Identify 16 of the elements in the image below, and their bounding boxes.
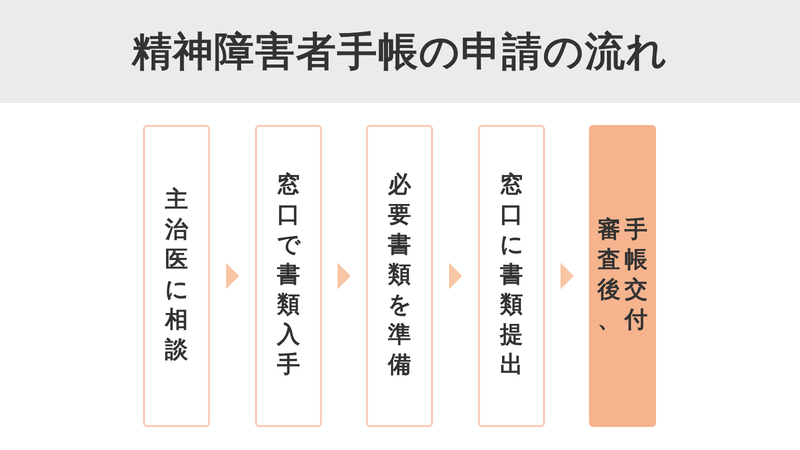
step-label: 主治医に相談 xyxy=(165,186,188,365)
step-box xyxy=(478,125,545,427)
step-box xyxy=(143,125,210,427)
step-box xyxy=(589,125,656,427)
arrow xyxy=(226,262,240,290)
title: 精神障害者手帳の申請の流れ xyxy=(132,28,668,76)
step-box xyxy=(255,125,322,427)
step-label: 窓口で書類入手 xyxy=(277,171,300,380)
step-label: 窓口に書類提出 xyxy=(500,171,523,380)
arrow xyxy=(449,262,462,290)
arrow xyxy=(560,262,574,290)
arrow xyxy=(338,262,351,290)
step-box xyxy=(366,125,433,427)
step-label: 審査後、 xyxy=(598,216,620,335)
step-label: 手帳交付 xyxy=(624,216,648,335)
step-label: 必要書類を準備 xyxy=(388,171,411,380)
